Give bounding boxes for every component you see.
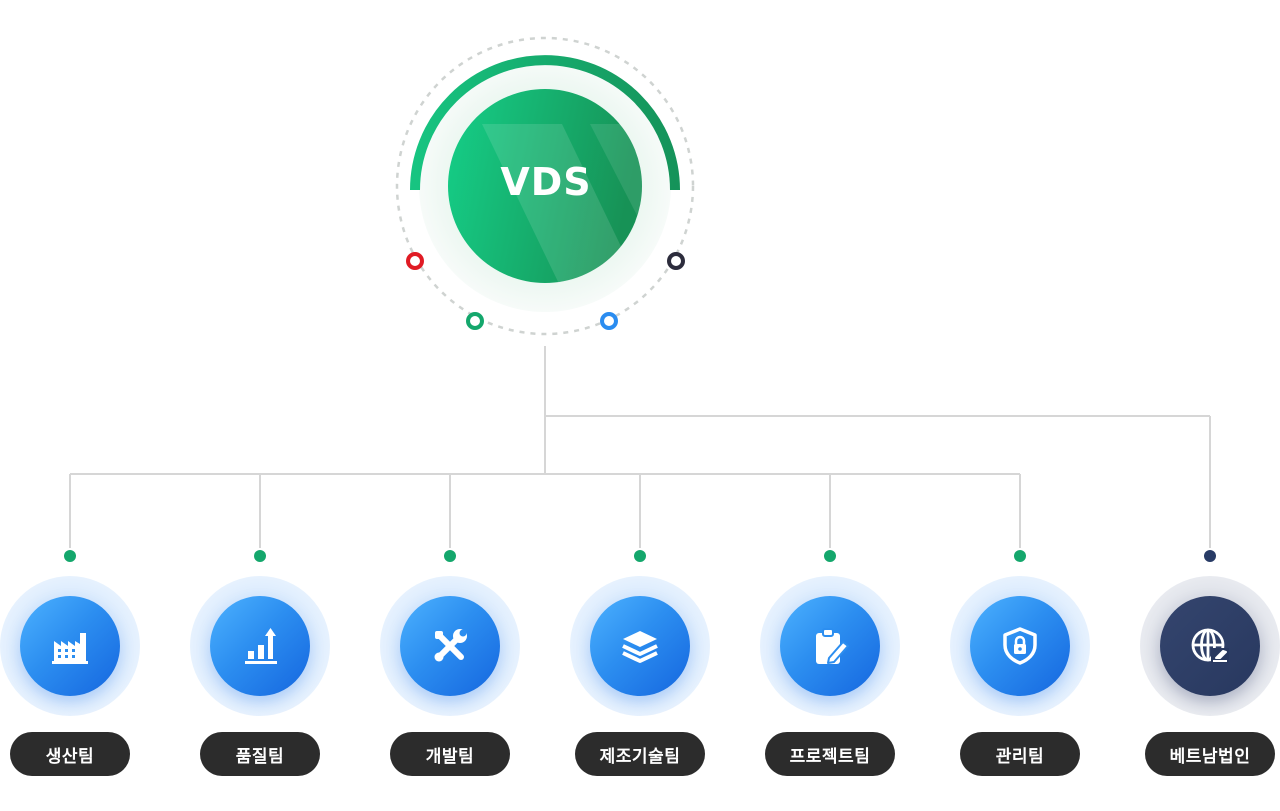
team-node-management[interactable]	[950, 576, 1090, 716]
team-node-project[interactable]	[760, 576, 900, 716]
team-label-production[interactable]: 생산팀	[10, 732, 130, 776]
team-node-vietnam[interactable]	[1140, 576, 1280, 716]
team-node-production[interactable]	[0, 576, 140, 716]
tools-icon	[434, 629, 467, 662]
team-node-development[interactable]	[380, 576, 520, 716]
factory-icon	[52, 633, 88, 664]
team-node-manufacturing-tech[interactable]	[570, 576, 710, 716]
shield-lock-icon	[1003, 627, 1037, 665]
team-label-manufacturing-tech[interactable]: 제조기술팀	[575, 732, 705, 776]
layers-icon	[622, 631, 658, 663]
bar-chart-icon	[245, 628, 277, 664]
red-marker	[406, 252, 424, 270]
root-core	[448, 89, 642, 283]
team-label-development[interactable]: 개발팀	[390, 732, 510, 776]
connector-dot	[1014, 550, 1026, 562]
team-label-project[interactable]: 프로젝트팀	[765, 732, 895, 776]
connector-dot	[64, 550, 76, 562]
blue-marker	[600, 312, 618, 330]
root-label: VDS	[500, 160, 592, 204]
connector-dot	[444, 550, 456, 562]
green-marker	[466, 312, 484, 330]
team-label-quality[interactable]: 품질팀	[200, 732, 320, 776]
team-label-management[interactable]: 관리팀	[960, 732, 1080, 776]
connector-dot	[634, 550, 646, 562]
connector-dot	[254, 550, 266, 562]
clipboard-edit-icon	[816, 628, 849, 664]
navy-marker	[667, 252, 685, 270]
connector-dot	[1204, 550, 1216, 562]
team-label-vietnam[interactable]: 베트남법인	[1145, 732, 1275, 776]
dashed-orbit	[395, 36, 695, 336]
globe-plane-icon	[1191, 628, 1229, 663]
connector-dot	[824, 550, 836, 562]
team-node-quality[interactable]	[190, 576, 330, 716]
root-arc	[410, 55, 680, 191]
